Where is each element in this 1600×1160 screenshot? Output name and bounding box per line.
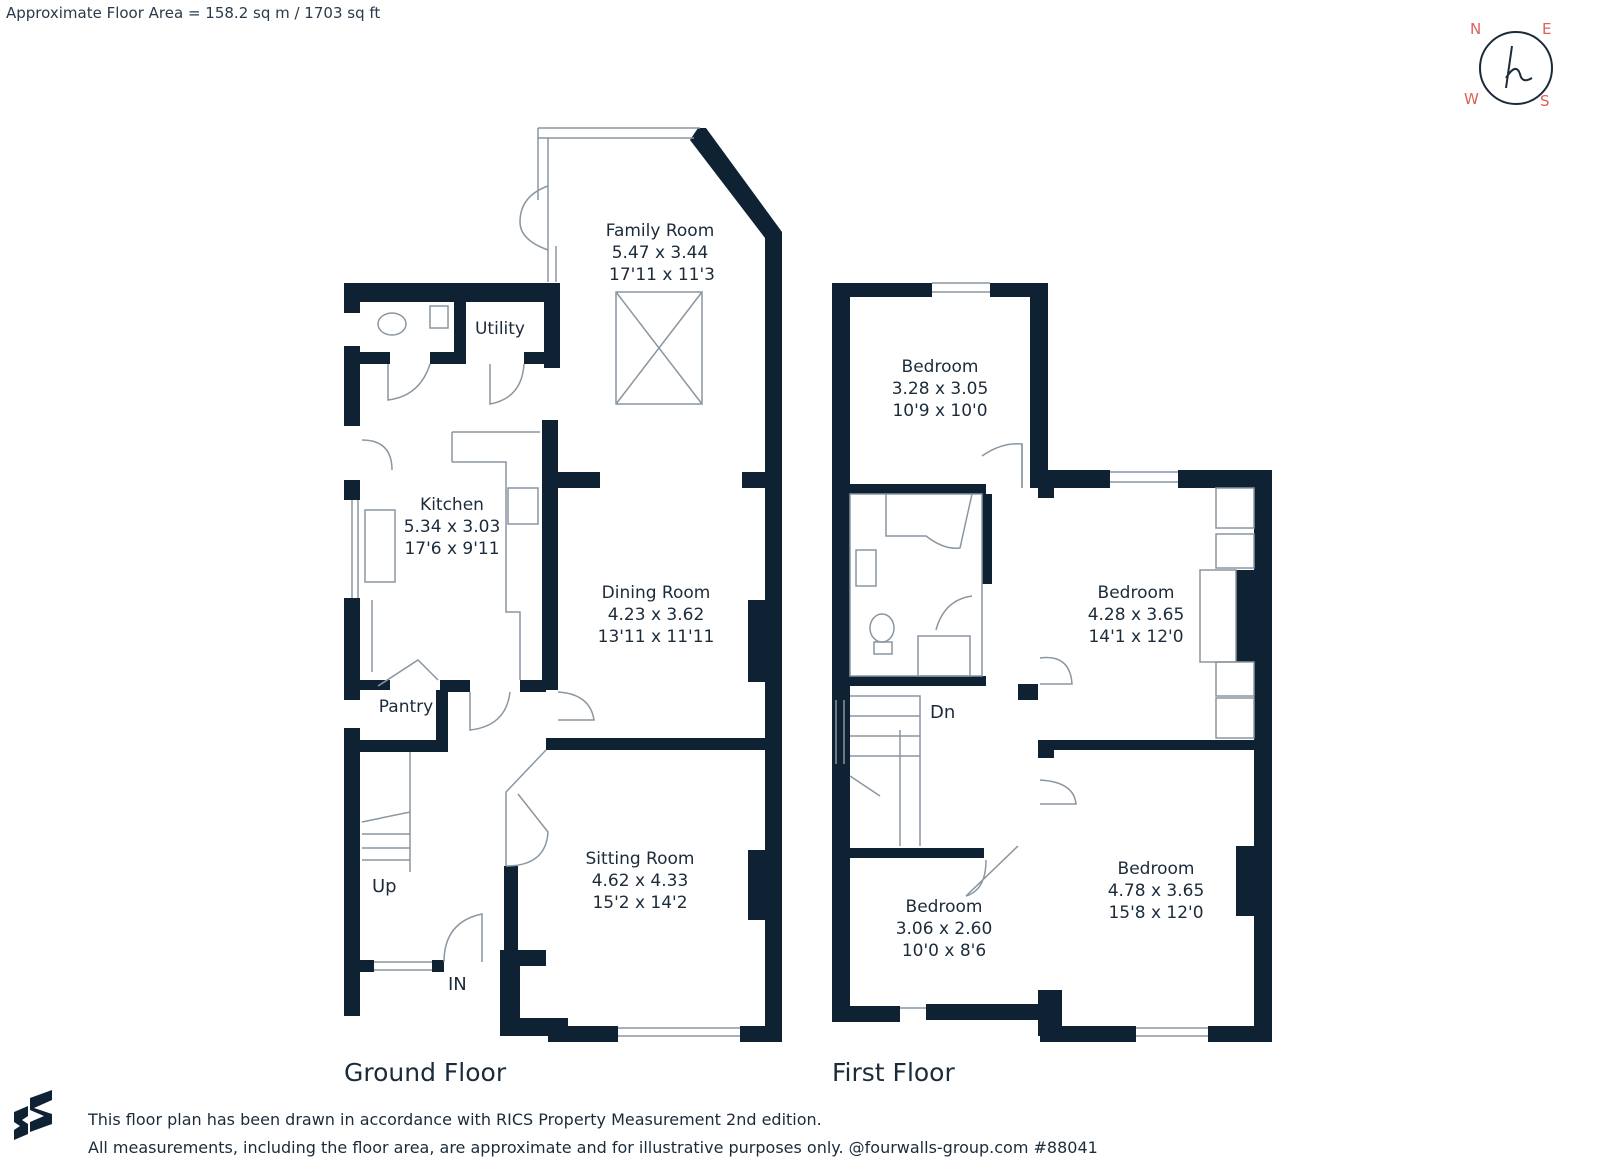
entrance-label: IN <box>448 974 467 995</box>
bedroom-1-name: Bedroom <box>902 357 979 377</box>
compass-e: E <box>1542 20 1552 38</box>
bedroom-3-imperial: 10'0 x 8'6 <box>902 941 986 961</box>
bedroom-2-name: Bedroom <box>1098 583 1175 603</box>
bedroom-1-imperial: 10'9 x 10'0 <box>892 401 987 421</box>
family-room-name: Family Room <box>606 221 715 241</box>
first-floor-title: First Floor <box>832 1058 955 1087</box>
floor-area-text: Approximate Floor Area = 158.2 sq m / 17… <box>6 4 381 22</box>
first-floor-lines <box>835 282 1255 1037</box>
first-floor-walls <box>832 283 1272 1042</box>
bedroom-4-name: Bedroom <box>1118 859 1195 879</box>
bedroom-2-imperial: 14'1 x 12'0 <box>1088 627 1183 647</box>
fourwalls-logo-icon <box>14 1090 52 1140</box>
bedroom-4-imperial: 15'8 x 12'0 <box>1108 903 1203 923</box>
sitting-room-metric: 4.62 x 4.33 <box>592 871 689 891</box>
brand-logo-icon <box>1479 31 1553 105</box>
dining-room-metric: 4.23 x 3.62 <box>608 605 705 625</box>
bedroom-1-metric: 3.28 x 3.05 <box>892 379 989 399</box>
ground-floor-labels: Family Room 5.47 x 3.44 17'11 x 11'3 Uti… <box>372 221 715 995</box>
pantry-name: Pantry <box>379 697 433 717</box>
compass-w: W <box>1464 90 1479 108</box>
compass-logo: N E W S <box>1462 18 1562 110</box>
first-floor-labels: Bedroom 3.28 x 3.05 10'9 x 10'0 Bedroom … <box>892 357 1205 961</box>
dining-room-imperial: 13'11 x 11'11 <box>598 627 715 647</box>
bedroom-4-metric: 4.78 x 3.65 <box>1108 881 1205 901</box>
footer-line-1: This floor plan has been drawn in accord… <box>88 1110 822 1129</box>
stairs-down-label: Dn <box>930 702 955 723</box>
ground-floor-title: Ground Floor <box>344 1058 507 1087</box>
compass-n: N <box>1470 20 1482 38</box>
ground-floor-walls <box>344 128 782 1042</box>
bedroom-3-metric: 3.06 x 2.60 <box>896 919 993 939</box>
bedroom-3-name: Bedroom <box>906 897 983 917</box>
stairs-up-label: Up <box>372 876 397 897</box>
family-room-imperial: 17'11 x 11'3 <box>609 265 715 285</box>
family-room-metric: 5.47 x 3.44 <box>612 243 709 263</box>
kitchen-name: Kitchen <box>420 495 484 515</box>
dining-room-name: Dining Room <box>602 583 711 603</box>
utility-name: Utility <box>475 319 525 339</box>
footer-line-2: All measurements, including the floor ar… <box>88 1138 1098 1157</box>
sitting-room-imperial: 15'2 x 14'2 <box>592 893 687 913</box>
bedroom-2-metric: 4.28 x 3.65 <box>1088 605 1185 625</box>
sitting-room-name: Sitting Room <box>586 849 695 869</box>
kitchen-imperial: 17'6 x 9'11 <box>404 539 499 559</box>
ground-floor-lines <box>351 127 740 1037</box>
kitchen-metric: 5.34 x 3.03 <box>404 517 501 537</box>
compass-s: S <box>1540 92 1550 110</box>
